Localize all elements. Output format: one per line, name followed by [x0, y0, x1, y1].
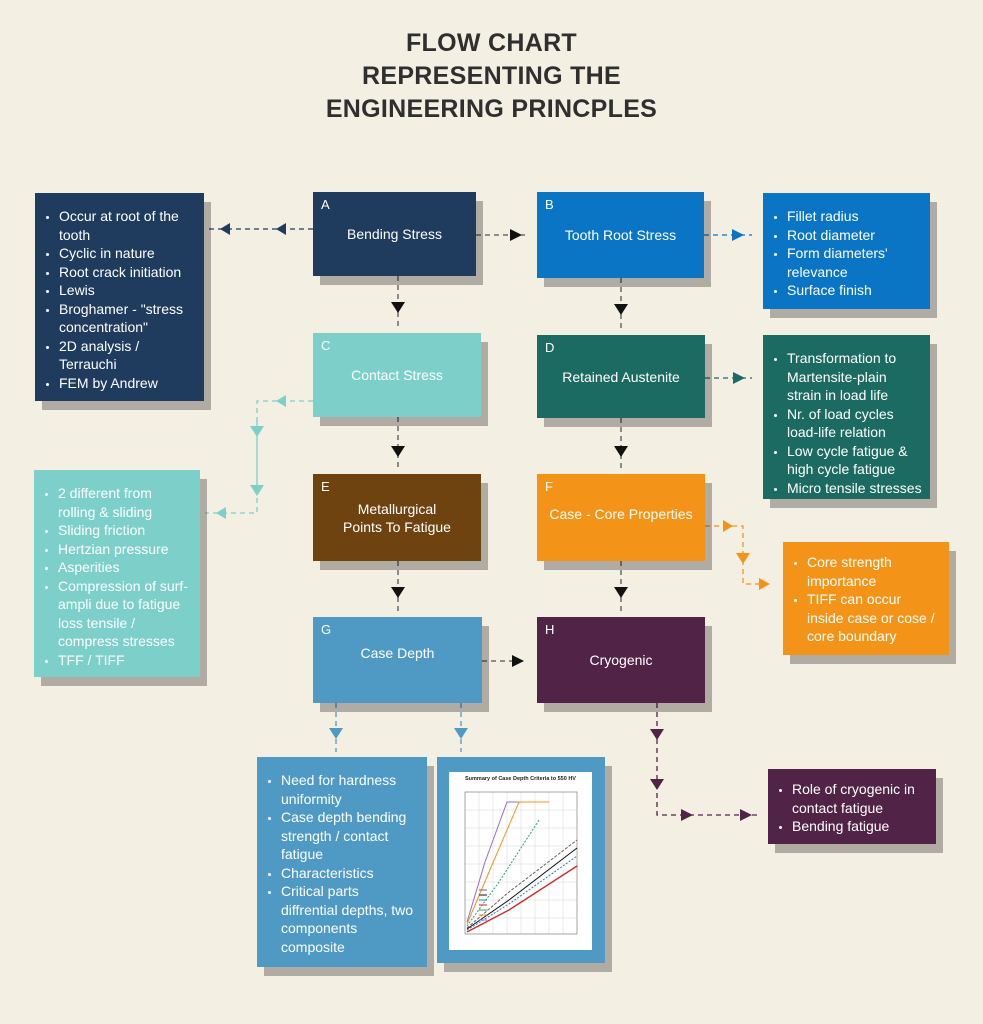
node-label: Cryogenic	[589, 652, 653, 668]
arrow-head-icon	[614, 446, 628, 457]
title-line-1: FLOW CHART	[405, 29, 578, 57]
arrow-head-icon	[614, 587, 628, 598]
node-letter: E	[321, 479, 330, 494]
arrow-head-icon	[391, 302, 405, 313]
list-item: Occur at root of the tooth	[59, 207, 196, 244]
list-item: TIFF can occur inside case or cose / cor…	[807, 590, 941, 646]
list-item: Role of cryogenic in contact fatigue	[792, 780, 928, 817]
node-label: Metallurgical Points To Fatigue	[343, 500, 451, 535]
node-label: Tooth Root Stress	[564, 227, 677, 243]
arrow-head-icon	[250, 485, 264, 496]
list-item: Broghamer - "stress concentration"	[59, 300, 196, 337]
note-case-depth: Need for hardness uniformity Case depth …	[257, 757, 427, 967]
graph-title: Summary of Case Depth Criteria to 550 HV	[465, 776, 576, 782]
node-label: Bending Stress	[347, 226, 442, 242]
list-item: Micro tensile stresses	[787, 479, 922, 498]
connector-h-note	[656, 703, 760, 816]
note-contact-stress: 2 different from rolling & sliding Slidi…	[34, 470, 200, 677]
node-letter: A	[321, 197, 330, 212]
arrow-head-icon	[391, 446, 405, 457]
node-case-depth: G Case Depth	[313, 617, 482, 703]
list-item: Core strength importance	[807, 553, 941, 590]
note-cryogenic: Role of cryogenic in contact fatigue Ben…	[768, 769, 936, 844]
list-item: Characteristics	[281, 864, 419, 883]
list-item: Root crack initiation	[59, 263, 196, 282]
list-item: Sliding friction	[58, 521, 192, 540]
arrow-head-icon	[329, 728, 343, 739]
list-item: Hertzian pressure	[58, 540, 192, 559]
node-bending-stress: A Bending Stress	[313, 192, 476, 276]
title-line-3: ENGINEERING PRINCPLES	[325, 95, 658, 123]
list-item: 2D analysis / Terrauchi	[59, 337, 196, 374]
list-item: Bending fatigue	[792, 817, 928, 836]
arrow-head-icon	[454, 728, 468, 739]
list-item: Cyclic in nature	[59, 244, 196, 263]
connector-c-note	[205, 400, 313, 514]
arrow-head-icon	[740, 809, 752, 821]
node-contact-stress: C Contact Stress	[313, 333, 481, 417]
node-letter: D	[545, 340, 555, 355]
note-bending-stress: Occur at root of the tooth Cyclic in nat…	[35, 193, 204, 401]
list-item: Surface finish	[787, 281, 922, 300]
list-item: Need for hardness uniformity	[281, 771, 419, 808]
list-item: Nr. of load cycles load-life relation	[787, 405, 922, 442]
arrow-head-icon	[650, 779, 664, 790]
list-item: Transformation to Martensite-plain strai…	[787, 349, 922, 405]
list-item: TFF / TIFF	[58, 651, 192, 670]
note-retained-austenite: Transformation to Martensite-plain strai…	[763, 335, 930, 499]
arrow-head-icon	[276, 223, 286, 235]
list-item: Asperities	[58, 558, 192, 577]
list-item: Critical parts diffrential depths, two c…	[281, 882, 419, 956]
node-cryogenic: H Cryogenic	[537, 617, 705, 703]
list-item: Case depth bending strength / contact fa…	[281, 808, 419, 864]
node-label: Case Depth	[360, 645, 435, 661]
node-tooth-root-stress: B Tooth Root Stress	[537, 192, 704, 278]
arrow-head-icon	[216, 507, 226, 519]
arrow-head-icon	[512, 655, 524, 667]
arrow-head-icon	[391, 587, 405, 598]
node-label: Case - Core Properties	[549, 505, 693, 522]
node-letter: F	[545, 479, 553, 494]
list-item: Compression of surf-ampli due to fatigue…	[58, 577, 192, 651]
arrow-head-icon	[276, 395, 286, 407]
arrow-head-icon	[614, 304, 628, 315]
node-label: Retained Austenite	[562, 368, 680, 385]
list-item: 2 different from rolling & sliding	[58, 484, 192, 521]
arrow-head-icon	[510, 229, 522, 241]
node-letter: C	[321, 338, 331, 353]
list-item: Fillet radius	[787, 207, 922, 226]
arrow-head-icon	[650, 729, 664, 740]
node-label: Contact Stress	[351, 367, 443, 383]
arrow-head-icon	[759, 578, 770, 590]
arrow-head-icon	[736, 553, 750, 564]
node-metallurgical-points: E Metallurgical Points To Fatigue	[313, 474, 481, 561]
node-letter: G	[321, 622, 332, 637]
note-tooth-root-stress: Fillet radius Root diameter Form diamete…	[763, 193, 930, 309]
node-case-core-properties: F Case - Core Properties	[537, 474, 705, 561]
arrow-head-icon	[220, 223, 230, 235]
arrow-head-icon	[250, 426, 264, 437]
arrow-head-icon	[733, 372, 745, 384]
arrow-head-icon	[723, 520, 733, 532]
graph-plot	[464, 791, 578, 935]
case-depth-criteria-graph: Summary of Case Depth Criteria to 550 HV	[449, 772, 592, 950]
list-item: Root diameter	[787, 226, 922, 245]
title-line-2: REPRESENTING THE	[362, 62, 621, 90]
page-title: FLOW CHART REPRESENTING THE ENGINEERING …	[0, 27, 983, 126]
note-case-core-properties: Core strength importance TIFF can occur …	[783, 542, 949, 655]
list-item: Form diameters' relevance	[787, 244, 922, 281]
list-item: Low cycle fatigue & high cycle fatigue	[787, 442, 922, 479]
node-letter: H	[545, 622, 555, 637]
node-retained-austenite: D Retained Austenite	[537, 335, 705, 418]
arrow-head-icon	[732, 229, 744, 241]
arrow-head-icon	[681, 809, 693, 821]
list-item: FEM by Andrew	[59, 374, 196, 393]
node-letter: B	[545, 197, 554, 212]
list-item: Lewis	[59, 281, 196, 300]
